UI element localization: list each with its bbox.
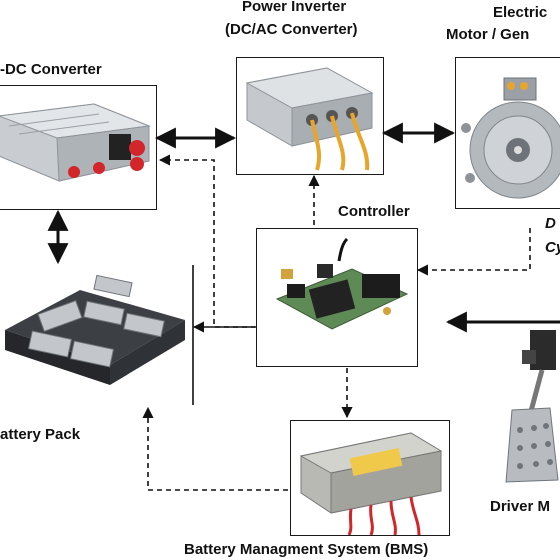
bms-title: Battery Managment System (BMS) bbox=[184, 541, 429, 558]
bms-image bbox=[299, 432, 443, 535]
driver-pedal-image bbox=[505, 330, 559, 483]
drivecycle-controller-signal bbox=[416, 228, 531, 276]
electric-motor-subtitle: Motor / Gen bbox=[446, 26, 530, 43]
bms-box bbox=[290, 420, 450, 536]
controller-title: Controller bbox=[338, 203, 410, 220]
power-inverter-box bbox=[236, 57, 384, 175]
power-inverter-subtitle: (DC/AC Converter) bbox=[225, 21, 358, 38]
battery-pack-title: attery Pack bbox=[0, 426, 81, 443]
dcdc-converter-title: -DC Converter bbox=[0, 61, 102, 78]
bms-battery-signal bbox=[142, 406, 288, 491]
controller-box bbox=[256, 228, 418, 367]
dcdc-converter-image bbox=[0, 103, 151, 182]
driver-title: Driver M bbox=[490, 498, 551, 515]
electric-motor-image bbox=[461, 77, 560, 199]
electric-motor-box bbox=[455, 57, 560, 209]
controller-image bbox=[275, 237, 409, 330]
controller-dcdc-signal bbox=[158, 154, 256, 328]
driver-pedal-image-container bbox=[500, 330, 560, 490]
battery-pack-image bbox=[5, 274, 185, 385]
battery-pack-image-container bbox=[0, 265, 190, 400]
electric-motor-title: Electric bbox=[493, 4, 548, 21]
drive-cycle-title: D bbox=[545, 215, 556, 232]
dcdc-converter-box bbox=[0, 85, 157, 210]
power-inverter-image bbox=[245, 67, 374, 171]
drive-cycle-subtitle: Cy bbox=[545, 239, 560, 256]
power-inverter-title: Power Inverter bbox=[242, 0, 347, 15]
